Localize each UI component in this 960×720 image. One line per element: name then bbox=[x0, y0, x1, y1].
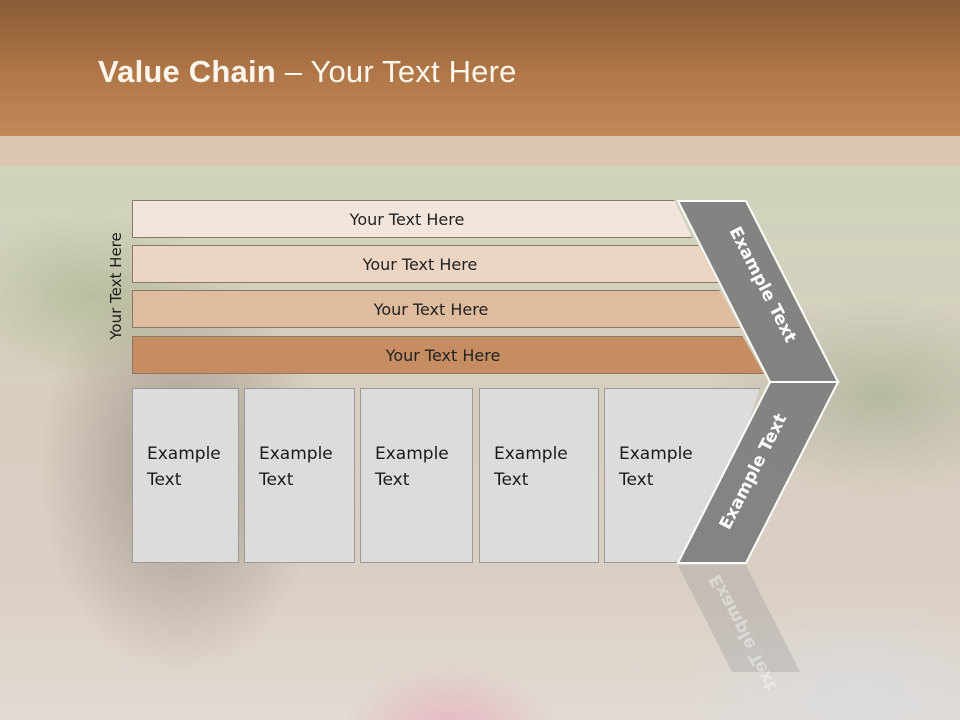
value-bar-4: Your Text Here bbox=[132, 336, 764, 374]
activity-box-4: Example Text bbox=[479, 388, 599, 563]
value-bar-3: Your Text Here bbox=[132, 290, 740, 328]
header-strip bbox=[0, 136, 960, 166]
activity-box-line2: Text bbox=[375, 470, 410, 490]
value-bar-1: Your Text Here bbox=[132, 200, 692, 238]
value-bar-label: Your Text Here bbox=[349, 209, 465, 229]
value-bar-label: Your Text Here bbox=[373, 299, 489, 319]
activity-box-line2: Text bbox=[494, 470, 529, 490]
activity-box-line1: Example bbox=[259, 444, 333, 464]
activity-box-3: Example Text bbox=[360, 388, 473, 563]
activity-box-line1: Example bbox=[375, 444, 449, 464]
chevron-reflection bbox=[678, 565, 800, 672]
activity-box-line2: Text bbox=[619, 470, 654, 490]
activity-box-1: Example Text bbox=[132, 388, 239, 563]
activity-box-line1: Example bbox=[147, 444, 221, 464]
title-bold: Value Chain bbox=[98, 54, 276, 89]
title-rest: – Your Text Here bbox=[275, 54, 517, 89]
header-band bbox=[0, 0, 960, 136]
activity-box-line2: Text bbox=[147, 470, 182, 490]
activity-box-2: Example Text bbox=[244, 388, 355, 563]
activity-box-line1: Example bbox=[494, 444, 568, 464]
activity-box-line1: Example bbox=[619, 444, 693, 464]
activity-box-line2: Text bbox=[259, 470, 294, 490]
chevron-lower-arm bbox=[676, 381, 840, 564]
value-bar-label: Your Text Here bbox=[362, 254, 478, 274]
value-bar-label: Your Text Here bbox=[385, 345, 501, 365]
value-bar-2: Your Text Here bbox=[132, 245, 718, 283]
page-title: Value Chain – Your Text Here bbox=[98, 54, 517, 90]
